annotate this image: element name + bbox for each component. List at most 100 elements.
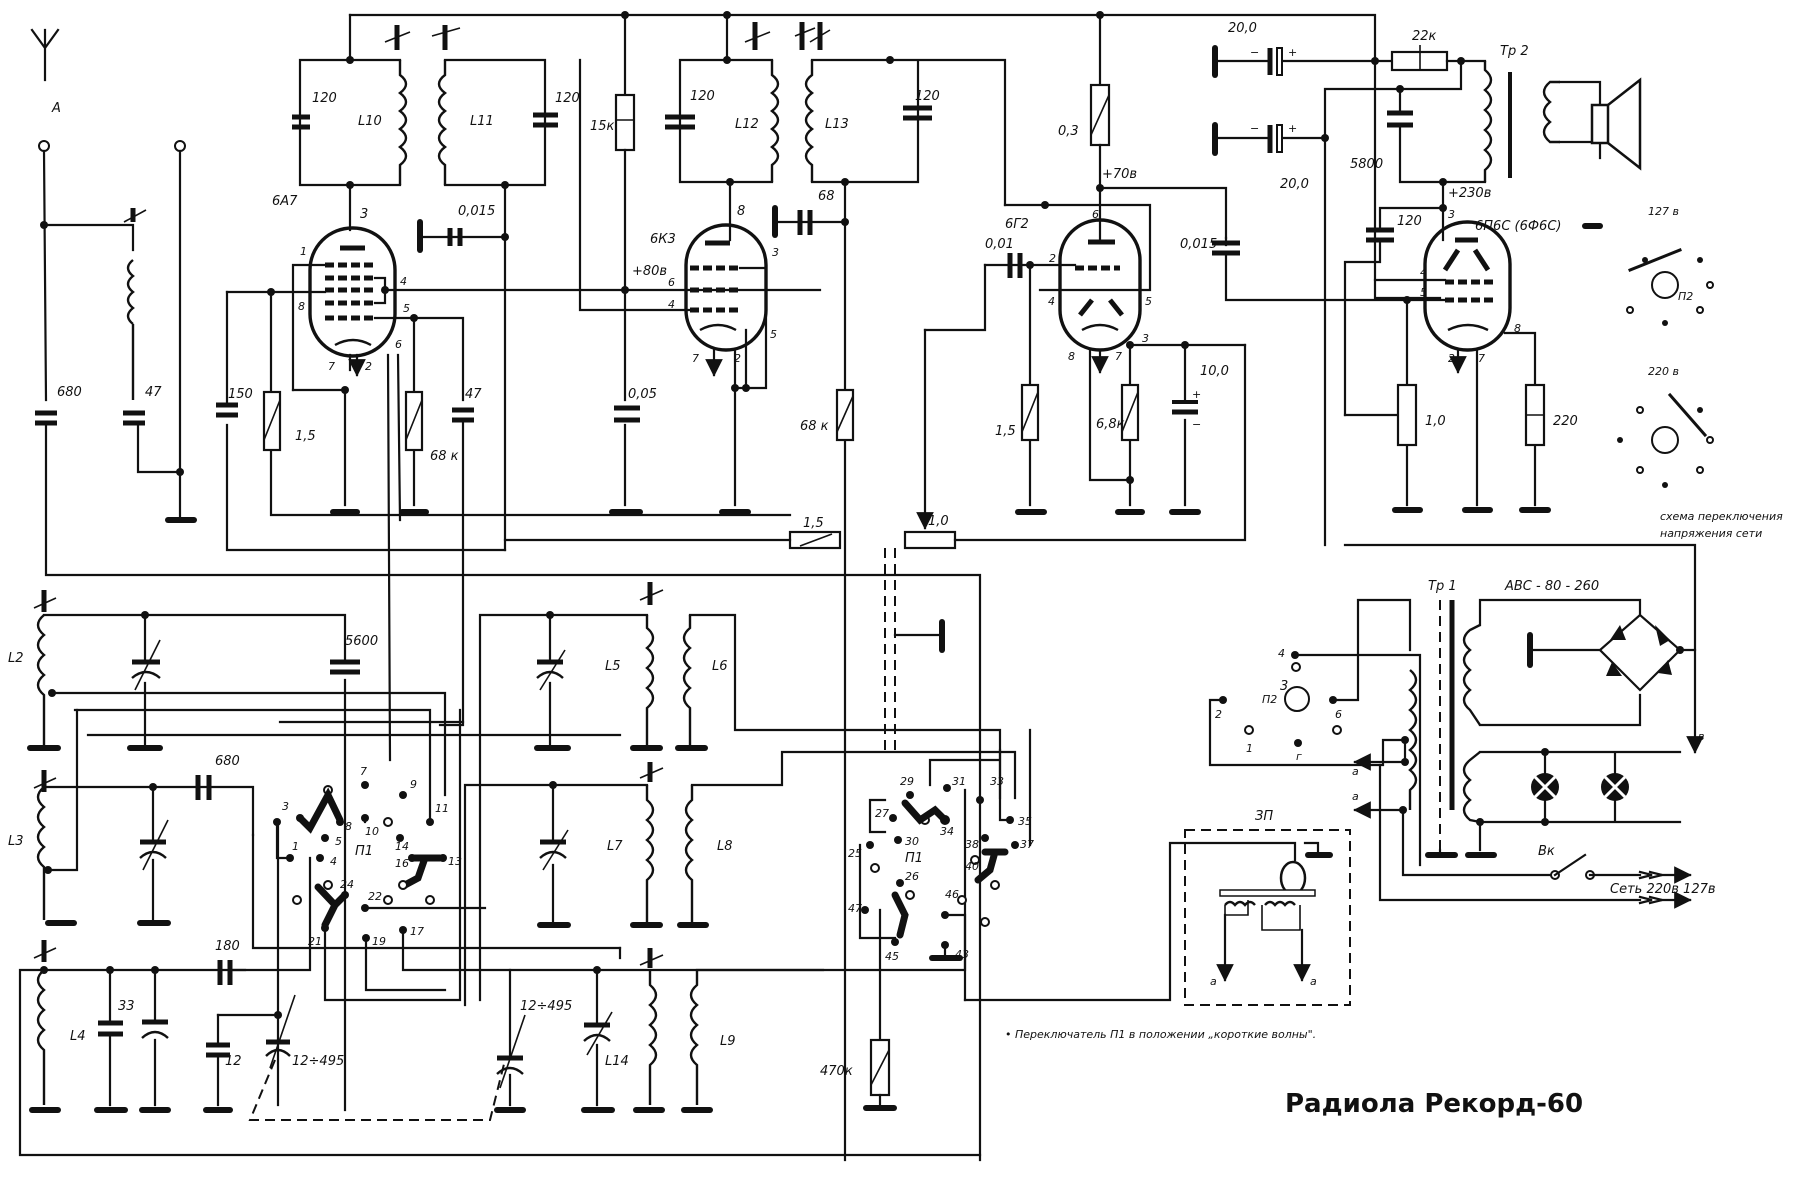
contact-label: 9 xyxy=(410,778,417,791)
contact-label: 19 xyxy=(372,935,386,948)
volume-pot[interactable]: 1,0 xyxy=(884,263,1247,750)
coil-label: L2 xyxy=(8,651,24,666)
selector-contact: 6 xyxy=(1335,708,1342,721)
contact-label: 4 xyxy=(330,855,337,868)
switch-label: П1 xyxy=(355,844,373,859)
cap-label: 5800 xyxy=(1350,157,1383,172)
tube-label: 6П6С (6Ф6С) xyxy=(1475,219,1561,234)
pin-label: 4 xyxy=(1048,295,1055,308)
pin-label: 2 xyxy=(734,352,741,365)
pin-label: 7 xyxy=(1115,350,1122,363)
res-label: 6,8к xyxy=(1096,417,1125,432)
schematic-title: Радиола Рекорд-60 xyxy=(1285,1089,1583,1119)
legend-caption: схема переключения xyxy=(1660,510,1783,523)
res-label: 22к xyxy=(1412,29,1437,44)
tap-label: а xyxy=(1352,790,1359,803)
pin-label: 5 xyxy=(403,302,410,315)
coil-label: L14 xyxy=(605,1054,629,1069)
contact-label: 45 xyxy=(885,950,899,963)
legend-caption: напряжения сети xyxy=(1660,527,1762,540)
pin-label: 5 xyxy=(770,328,777,341)
cap-label: 0,015 xyxy=(1180,237,1217,252)
cap-label: 120 xyxy=(312,91,337,106)
cap-label: 180 xyxy=(215,939,240,954)
power-switch[interactable]: Вк xyxy=(1538,844,1595,880)
legend-220-label: 220 в xyxy=(1648,365,1679,378)
coil-label: L8 xyxy=(717,839,733,854)
pickup-out-label: а xyxy=(1210,975,1217,988)
cap-label: 680 xyxy=(215,754,240,769)
cap-label: 33 xyxy=(118,999,135,1014)
power-supply: 3 4 П2 2 6 1 г а а Тр 1 АВС - 80 - 260 в xyxy=(1208,543,1716,909)
contact-label: 16 xyxy=(395,857,409,870)
rectifier-label: АВС - 80 - 260 xyxy=(1504,579,1599,594)
tube-6k3: 15к 0,05 +80в 120 L12 8 6К3 3 6 4 5 7 2 xyxy=(578,11,816,515)
res-label: 470к xyxy=(820,1064,853,1079)
selector-contact: 2 xyxy=(1215,708,1222,721)
antenna-label: A xyxy=(51,101,61,116)
antenna-section: A 680 47 xyxy=(30,28,982,1162)
pin-label: 2 xyxy=(365,360,372,373)
polarity-plus: + xyxy=(1192,388,1201,401)
pilot-lamp-icon xyxy=(1531,773,1559,801)
cap-label: 120 xyxy=(690,89,715,104)
if-oscillator-section: L5 L6 L7 L8 L14 12÷495 L9 xyxy=(463,582,1017,1113)
pin-label: 3 xyxy=(1448,208,1455,221)
contact-label: 27 xyxy=(875,807,889,820)
contact-label: 21 xyxy=(308,935,322,948)
res-label: 15к xyxy=(590,119,615,134)
pin-label: 8 xyxy=(737,204,745,219)
polarity-minus: − xyxy=(1192,418,1201,431)
band-switch-p1-a[interactable]: П1 3 1 4 5 7 8 9 10 11 13 14 16 17 19 21… xyxy=(251,708,825,1002)
coil-label: L6 xyxy=(712,659,728,674)
ground-terminal[interactable] xyxy=(174,140,186,152)
pin-label: 4 xyxy=(400,275,407,288)
res-label: 0,3 xyxy=(1058,124,1079,139)
if-transformer-2: 120 L13 68 68 к 1,5 xyxy=(503,22,1007,1162)
cap-label: 20,0 xyxy=(1280,177,1309,192)
pin-label: 4 xyxy=(1420,266,1427,279)
cap-label: 0,01 xyxy=(985,237,1014,252)
contact-label: 7 xyxy=(360,765,367,778)
res-label: 1,5 xyxy=(995,424,1016,439)
cap-label: 12÷495 xyxy=(292,1054,344,1069)
tube-label: 6Г2 xyxy=(1005,217,1029,232)
pin-label: 3 xyxy=(1142,332,1149,345)
diode-icon xyxy=(1606,625,1672,676)
cap-label: 12÷495 xyxy=(520,999,572,1014)
contact-label: 22 xyxy=(368,890,382,903)
cap-label: 5600 xyxy=(345,634,378,649)
contact-label: 11 xyxy=(435,802,449,815)
pickup-label: ЗП xyxy=(1255,809,1273,824)
pilot-lamp-icon xyxy=(1601,773,1629,801)
contact-label: 8 xyxy=(345,820,352,833)
coil-label: L4 xyxy=(70,1029,86,1044)
cap-label: 47 xyxy=(465,387,482,402)
contact-label: 14 xyxy=(395,840,409,853)
res-label: 220 xyxy=(1553,414,1578,429)
tube-label: 6К3 xyxy=(650,232,676,247)
antenna-terminal[interactable] xyxy=(38,140,50,152)
res-label: 1,0 xyxy=(1425,414,1446,429)
switch-label: Вк xyxy=(1538,844,1555,859)
contact-label: 46 xyxy=(945,888,959,901)
pin-label: 8 xyxy=(298,300,305,313)
pin-label: 5 xyxy=(1145,295,1152,308)
contact-label: 10 xyxy=(365,825,379,838)
phono-pickup: ЗП а а xyxy=(963,809,1351,1006)
polarity-plus: + xyxy=(1288,46,1297,59)
switch-label: П1 xyxy=(905,851,923,866)
cap-label: 10,0 xyxy=(1200,364,1229,379)
contact-label: 37 xyxy=(1020,838,1034,851)
tap-label: а xyxy=(1352,765,1359,778)
filter-section: − + 20,0 − + 20,0 22к 5800 xyxy=(1212,21,1487,547)
band-switch-p1-b[interactable]: 27 25 29 31 33 35 30 34 38 37 40 26 46 4… xyxy=(820,728,1034,1111)
tube-6a7: 120 L10 120 L11 0,015 3 6А7 1 4 8 5 6 7 … xyxy=(216,13,822,762)
output-transformer: Тр 2 xyxy=(1483,44,1642,182)
rf-input-section: L2 5600 L3 680 L4 33 180 12 xyxy=(8,590,982,1157)
cap-label: 150 xyxy=(228,387,253,402)
rail-label: в xyxy=(1698,730,1704,743)
capacitor-icon xyxy=(123,410,145,426)
transformer-label: Тр 2 xyxy=(1500,44,1529,59)
